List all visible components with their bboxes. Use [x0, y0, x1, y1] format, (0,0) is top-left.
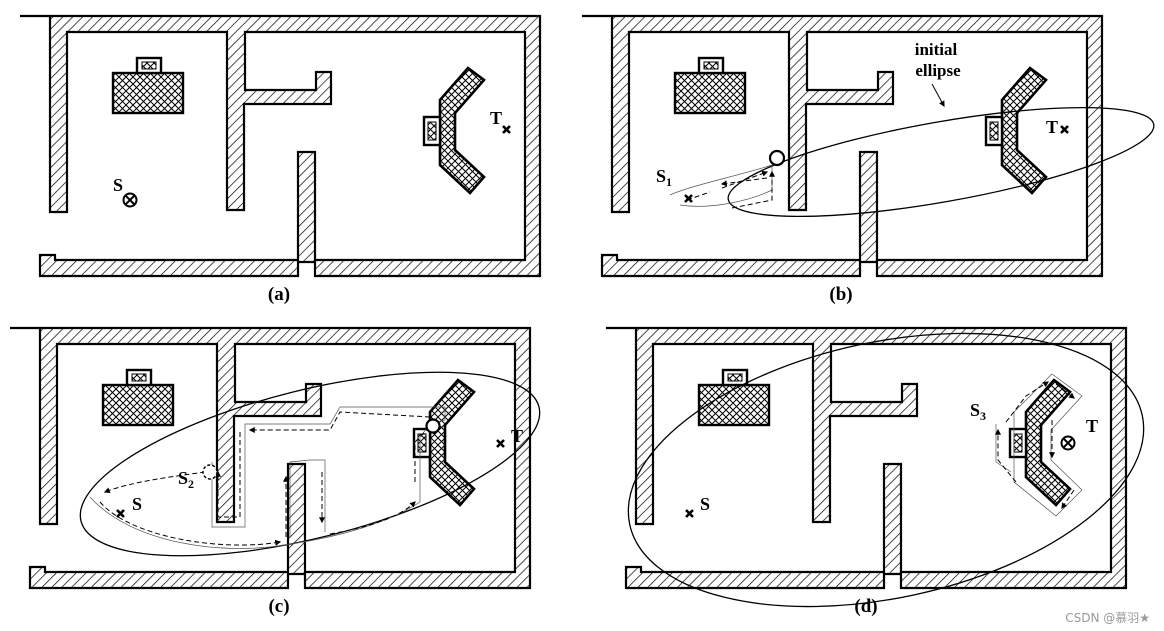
caption-c: (c): [268, 596, 289, 617]
search-ellipse: [79, 371, 541, 557]
search-path-top: [248, 411, 431, 433]
path-guide-inner: [289, 459, 326, 537]
path-guide-outer: [1013, 373, 1083, 517]
initial-ellipse: [727, 106, 1155, 218]
search-path-left: [103, 471, 206, 494]
path-guide: [89, 406, 446, 549]
caption-b: (b): [829, 284, 852, 305]
search-path-wall: [215, 432, 241, 518]
search-path-lower: [99, 501, 282, 546]
search-path-left: [995, 428, 1017, 483]
floor-plan: [580, 14, 1104, 278]
target-label: T: [490, 108, 502, 128]
waypoint-circle: [768, 149, 786, 167]
start-marker: [122, 192, 138, 208]
intermediate-start-circle: [202, 464, 218, 480]
target-marker: [1060, 435, 1076, 451]
search-path-right: [329, 501, 416, 535]
ellipse-note-line1: initial: [915, 40, 958, 59]
target-label: T: [1086, 416, 1098, 436]
start-marker: [684, 194, 693, 203]
ellipse-note-line2: ellipse: [915, 61, 961, 80]
floor-plan: [604, 326, 1128, 590]
target-label: T: [511, 426, 523, 446]
target-marker: [502, 125, 511, 134]
intermediate-label: S2: [178, 468, 194, 491]
target-marker: [1060, 125, 1069, 134]
start-label: S: [113, 175, 123, 195]
start-label: S1: [656, 166, 672, 189]
waypoint-circle: [425, 418, 441, 434]
note-arrow: [931, 83, 945, 108]
start-label: S: [132, 494, 142, 514]
search-path: [686, 172, 767, 201]
floor-plan: [18, 14, 542, 278]
path-guide: [669, 164, 773, 207]
search-path-top: [1055, 383, 1075, 399]
caption-a: (a): [268, 284, 290, 305]
floor-plan: [8, 326, 532, 590]
panel-a: S T (a): [18, 14, 542, 305]
caption-d: (d): [854, 596, 877, 617]
search-path-return: [731, 170, 775, 209]
watermark: CSDN @慕羽★: [1065, 611, 1150, 625]
panel-d: S S3 T (d): [604, 326, 1145, 617]
panel-c: S S2 T (c): [8, 326, 541, 617]
search-ellipse: [627, 332, 1145, 608]
start-marker: [116, 509, 125, 518]
search-path-bottom: [1061, 489, 1075, 509]
search-path-back: [720, 177, 768, 187]
start-label: S: [700, 494, 710, 514]
intermediate-label: S3: [970, 400, 986, 423]
search-path-climb: [414, 426, 431, 482]
target-label: T: [1046, 117, 1058, 137]
start-marker: [685, 509, 694, 518]
target-marker: [496, 439, 505, 448]
panel-b: S1 T initial ellipse (b): [580, 14, 1155, 305]
path-guide-left: [995, 424, 1012, 473]
search-path-climb: [1005, 381, 1050, 423]
